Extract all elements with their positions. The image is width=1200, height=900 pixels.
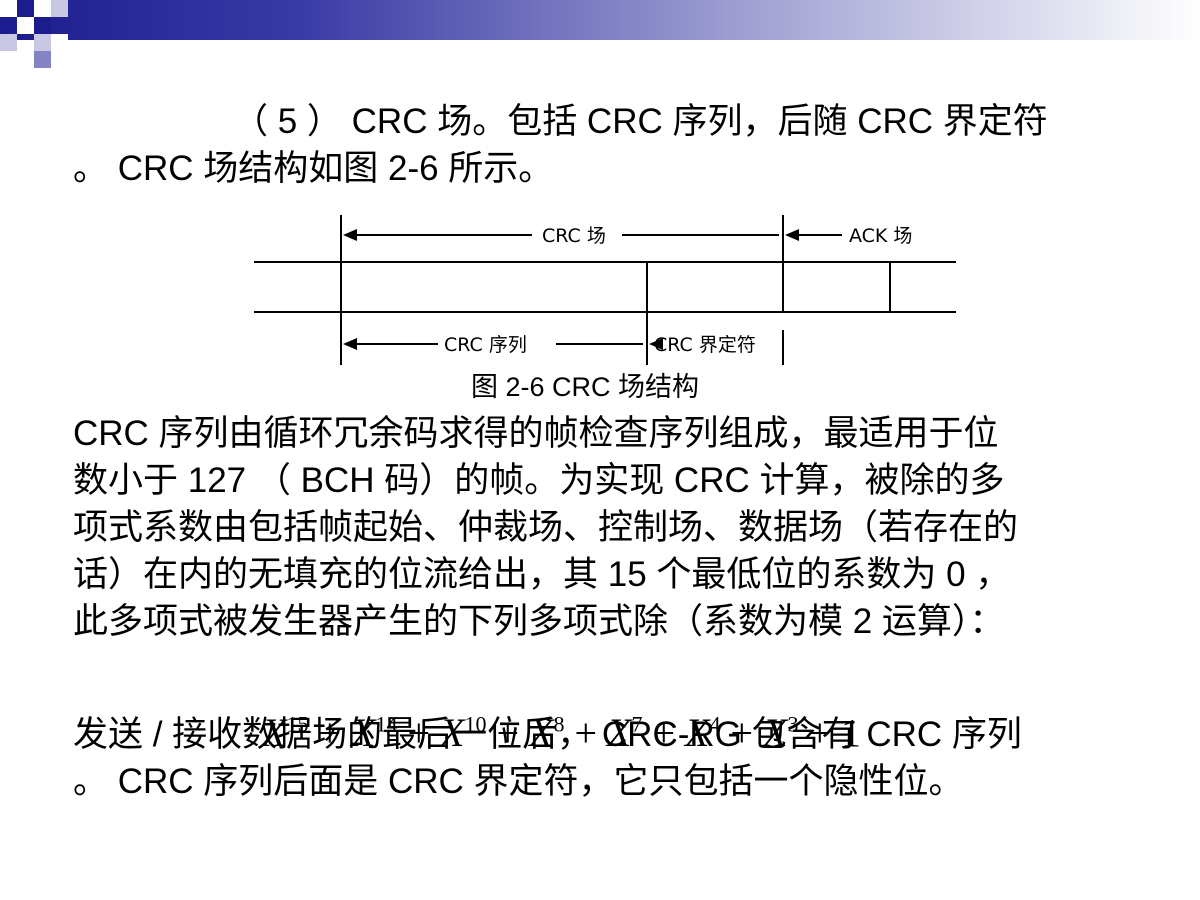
arrow-head (649, 338, 663, 350)
header-square (0, 0, 17, 17)
poly-operator: + (652, 710, 675, 756)
body-line: 数小于 127 （ BCH 码）的帧。为实现 CRC 计算，被除的多 (73, 461, 1005, 500)
send-paragraph: 发送 / 接收数据场的最后一位后， CRC-RG 包含有 CRC 序列 。 CR… (73, 711, 1022, 805)
body-line: 项式系数由包括帧起始、仲裁场、控制场、数据场（若存在的 (73, 508, 1019, 547)
header-square (34, 17, 51, 34)
figure-caption: 图 2-6 CRC 场结构 (471, 372, 700, 402)
poly-term: X3 (763, 710, 799, 756)
header-square (0, 34, 17, 51)
poly-term: X8 (529, 710, 565, 756)
header-square (51, 0, 68, 17)
poly-term: X14 (351, 710, 398, 756)
arrow-head (785, 229, 799, 241)
poly-operator: + (808, 710, 831, 756)
body-line: 话）在内的无填充的位流给出，其 15 个最低位的系数为 0 ， (73, 555, 1011, 594)
header-square (34, 34, 51, 51)
crc-field-label: CRC 场 (542, 225, 606, 247)
body-line: 此多项式被发生器产生的下列多项式除（系数为模 2 运算）： (73, 602, 1005, 641)
send-line: 。 CRC 序列后面是 CRC 界定符，它只包括一个隐性位。 (73, 762, 964, 801)
poly-operator: + (574, 710, 597, 756)
header-square (17, 0, 34, 17)
poly-operator: + (730, 710, 753, 756)
send-line: 发送 / 接收数据场的最后一位后， CRC-RG 包含有 CRC 序列 (73, 715, 1022, 754)
arrow-head (343, 338, 357, 350)
header-square (17, 17, 34, 34)
crc-sequence-label: CRC 序列 (444, 334, 527, 356)
poly-operator: + (496, 710, 519, 756)
poly-term: X4 (685, 710, 721, 756)
generator-polynomial: X15 + X14 + X10 + X8 + X7 + X4 + X3 + 1 (262, 703, 861, 755)
header-square (51, 34, 68, 51)
poly-operator: + (407, 710, 430, 756)
body-paragraph: CRC 序列由循环冗余码求得的帧检查序列组成，最适用于位 数小于 127 （ B… (73, 410, 1018, 645)
poly-term: X10 (440, 710, 487, 756)
ack-field-label: ACK 场 (849, 225, 912, 247)
poly-term: X15 (262, 710, 309, 756)
arrow-head (343, 229, 357, 241)
poly-term: X7 (607, 710, 643, 756)
header-gradient-bar (0, 0, 1200, 40)
intro-line: （ 5 ） CRC 场。包括 CRC 序列，后随 CRC 界定符 (233, 102, 1048, 141)
body-line: CRC 序列由循环冗余码求得的帧检查序列组成，最适用于位 (73, 414, 999, 453)
poly-operator: + (318, 710, 341, 756)
intro-line: 。 CRC 场结构如图 2-6 所示。 (73, 149, 554, 188)
crc-field-structure-diagram: CRC 场 ACK 场 CRC 序列 CRC 界定符 (254, 215, 956, 365)
poly-term: 1 (841, 710, 861, 756)
header-square (34, 0, 51, 17)
header-square (34, 51, 51, 68)
crc-delimiter-label: CRC 界定符 (654, 334, 756, 356)
intro-paragraph: （ 5 ） CRC 场。包括 CRC 序列，后随 CRC 界定符 。 CRC 场… (73, 98, 1048, 192)
